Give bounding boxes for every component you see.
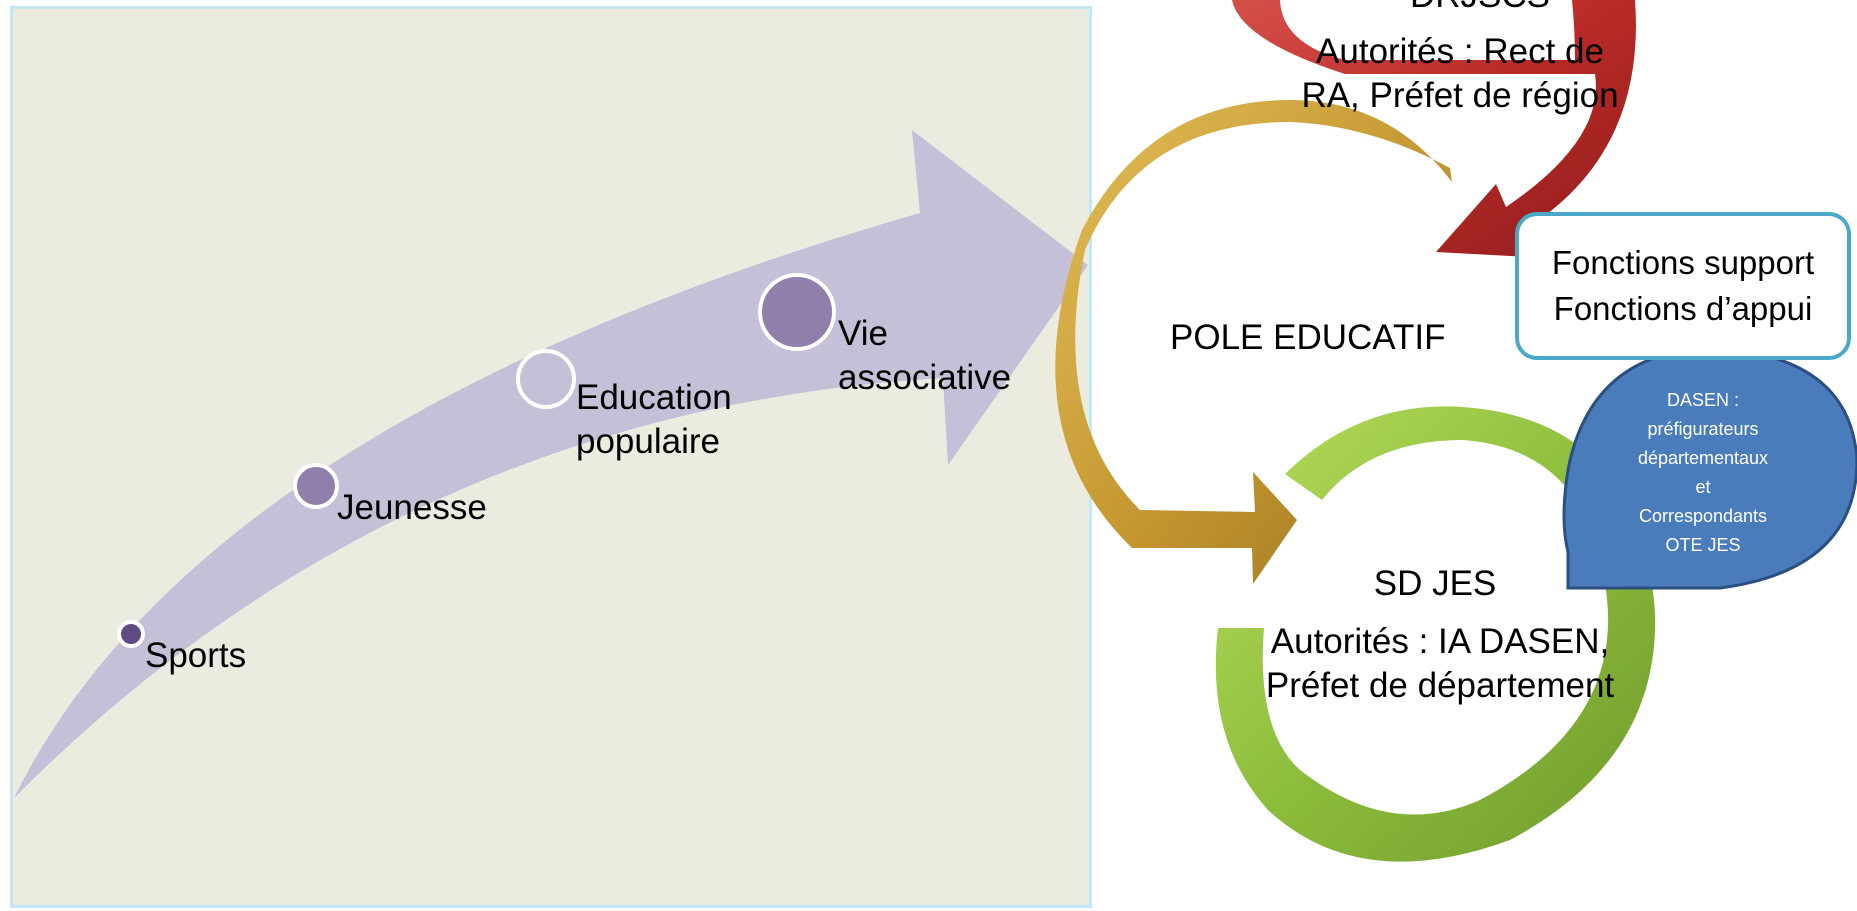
authority-line: Autorités : IA DASEN, [1270, 622, 1610, 661]
top-node-authorities: Autorités : Rect de RA, Préfet de région [1260, 30, 1660, 118]
callout-line: préfigurateurs [1647, 419, 1759, 439]
big-curved-arrow [14, 130, 1088, 798]
bottom-node-title: SD JES [1373, 564, 1497, 603]
timeline-label-education-populaire: Education populaire [576, 376, 732, 464]
timeline-label-line: associative [838, 358, 1012, 397]
callout-line: départementaux [1637, 448, 1769, 468]
support-line: Fonctions d’appui [1553, 290, 1813, 327]
bullet-sports [117, 620, 145, 648]
bullet-vie-associative [758, 273, 836, 351]
authority-line: Autorités : Rect de [1316, 32, 1604, 71]
timeline-panel [10, 6, 1092, 908]
support-line: Fonctions support [1551, 244, 1815, 281]
top-node-title: DRJSCS [1350, 0, 1610, 18]
middle-node-title: POLE EDUCATIF [1170, 318, 1446, 357]
callout-line: et [1695, 477, 1711, 497]
callout-line: Correspondants [1638, 506, 1768, 526]
bottom-node-authorities: Autorités : IA DASEN, Préfet de départem… [1240, 620, 1640, 708]
dasen-callout-text: DASEN : préfigurateurs départementaux et… [1588, 386, 1818, 560]
callout-line: OTE JES [1665, 535, 1741, 555]
bullet-education-populaire [516, 349, 576, 409]
timeline-label-line: populaire [576, 422, 720, 461]
support-functions-box: Fonctions support Fonctions d’appui [1515, 212, 1851, 360]
bullet-jeunesse [293, 463, 339, 509]
timeline-label-line: Education [576, 378, 732, 417]
red-cycle-arrow [1232, 0, 1636, 258]
timeline-label-sports: Sports [145, 636, 247, 675]
timeline-label-vie-associative: Vie associative [838, 312, 1011, 400]
callout-line: DASEN : [1666, 390, 1740, 410]
timeline-label-line: Vie [838, 314, 888, 353]
authority-line: Préfet de département [1265, 666, 1615, 705]
gold-cycle-arrow [1055, 100, 1452, 584]
timeline-label-jeunesse: Jeunesse [337, 488, 487, 527]
authority-line: RA, Préfet de région [1301, 76, 1619, 115]
